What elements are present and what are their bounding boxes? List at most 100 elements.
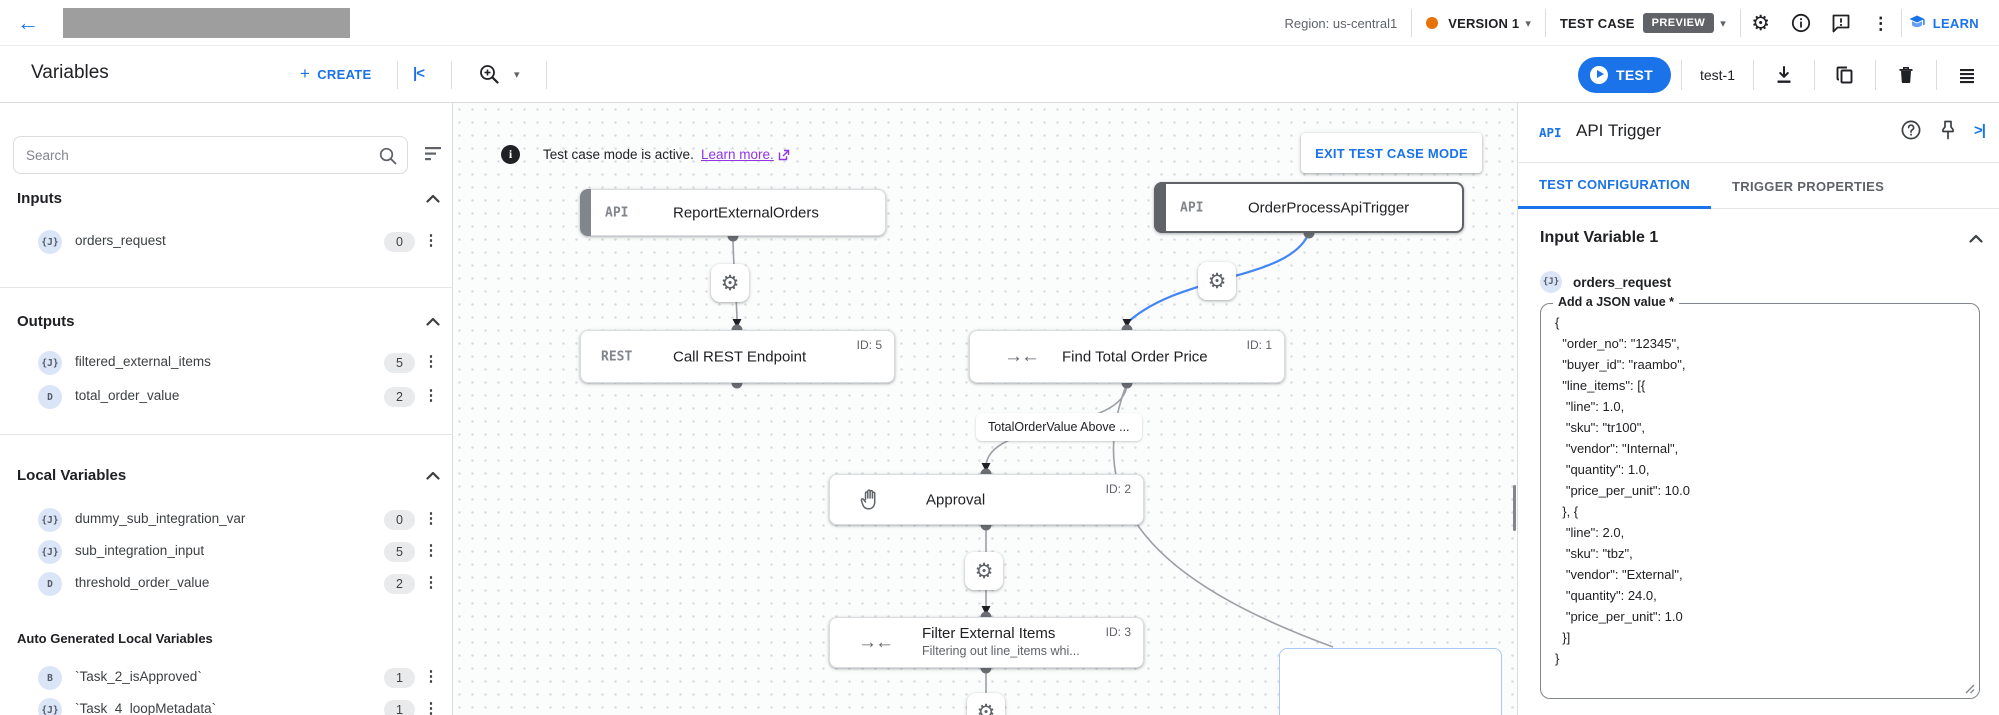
input-variable-section-header[interactable]: Input Variable 1 (1540, 229, 1983, 247)
rest-badge: REST (601, 349, 633, 364)
local-variables-title: Local Variables (17, 467, 127, 484)
chevron-up-icon[interactable] (1969, 234, 1983, 243)
create-variable-button[interactable]: + CREATE (300, 64, 372, 84)
json-type-icon: {J} (38, 698, 62, 715)
info-icon[interactable] (1781, 3, 1821, 43)
variable-row[interactable]: D threshold_order_value 2 ⋮ (0, 568, 452, 600)
usage-count-badge: 1 (384, 668, 415, 688)
sort-filter-icon[interactable] (424, 145, 446, 163)
tab-test-configuration[interactable]: TEST CONFIGURATION (1518, 163, 1712, 209)
search-input[interactable] (26, 137, 366, 173)
variable-row[interactable]: {J} sub_integration_input 5 ⋮ (0, 536, 452, 568)
create-label: CREATE (317, 66, 372, 82)
exit-test-case-mode-button[interactable]: EXIT TEST CASE MODE (1301, 133, 1482, 173)
json-type-icon: {J} (1540, 271, 1562, 293)
workflow-canvas[interactable]: i Test case mode is active. Learn more. … (453, 103, 1517, 715)
node-id: ID: 2 (1105, 482, 1131, 496)
json-field-label: Add a JSON value * (1553, 295, 1680, 309)
top-bar: ← Region: us-central1 VERSION 1 ▾ TEST C… (0, 0, 1999, 46)
edge-findtotal-branch (1112, 382, 1334, 648)
edge-gear-icon[interactable]: ⚙ (711, 264, 749, 302)
test-button[interactable]: TEST (1578, 56, 1671, 93)
test-case-name[interactable]: test-1 (1699, 66, 1735, 83)
note-box[interactable] (1279, 648, 1502, 715)
divider (451, 61, 452, 89)
chevron-up-icon[interactable] (426, 471, 440, 480)
json-value-input[interactable]: { "order_no": "12345", "buyer_id": "raam… (1555, 315, 1690, 666)
canvas-scrollbar-thumb[interactable] (1513, 485, 1516, 531)
pin-icon[interactable] (1938, 119, 1958, 141)
search-box (13, 136, 408, 174)
divider (1875, 59, 1876, 90)
usage-count-badge: 2 (384, 574, 415, 594)
delete-trash-icon[interactable] (1886, 55, 1926, 95)
edge-gear-icon[interactable]: ⚙ (967, 693, 1005, 715)
row-kebab-icon[interactable]: ⋮ (423, 574, 439, 591)
inputs-section-header[interactable]: Inputs (17, 190, 440, 207)
row-kebab-icon[interactable]: ⋮ (423, 542, 439, 559)
collapse-panel-icon[interactable]: >| (1974, 121, 1986, 139)
variable-row[interactable]: {J} orders_request 0 ⋮ (0, 226, 452, 258)
row-kebab-icon[interactable]: ⋮ (423, 700, 439, 715)
row-kebab-icon[interactable]: ⋮ (423, 387, 439, 404)
version-status-dot (1426, 17, 1439, 29)
node-approval[interactable]: Approval ID: 2 (829, 474, 1144, 525)
node-left-tab (1154, 182, 1166, 233)
more-options-kebab-icon[interactable]: ⋮ (1872, 13, 1890, 33)
variable-row[interactable]: {J} `Task_4_loopMetadata` 1 ⋮ (0, 694, 452, 715)
collapse-sidebar-icon[interactable]: |< (413, 65, 425, 82)
page-title: Variables (31, 62, 109, 83)
input-variable-title: Input Variable 1 (1540, 229, 1659, 246)
back-arrow-icon[interactable]: ← (17, 10, 39, 35)
node-filter-external-items[interactable]: →← Filter External Items Filtering out l… (829, 617, 1144, 668)
auto-generated-title: Auto Generated Local Variables (17, 631, 213, 646)
node-report-external-orders[interactable]: API ReportExternalOrders (580, 189, 886, 236)
node-text-block: Filter External Items Filtering out line… (922, 625, 1080, 658)
learn-link[interactable]: LEARN (1902, 14, 1985, 32)
node-title: Call REST Endpoint (673, 348, 807, 365)
edge-gear-icon[interactable]: ⚙ (1198, 262, 1236, 300)
help-icon[interactable] (1900, 119, 1922, 141)
usage-count-badge: 0 (384, 510, 415, 530)
edge-condition-label[interactable]: TotalOrderValue Above ... (976, 413, 1142, 441)
node-call-rest-endpoint[interactable]: REST Call REST Endpoint ID: 5 (580, 330, 895, 383)
region-indicator: Region: us-central1 (1270, 0, 1411, 46)
outputs-section-header[interactable]: Outputs (17, 313, 440, 330)
zoom-magnifier-icon (480, 65, 499, 84)
json-type-icon: {J} (38, 230, 62, 254)
resize-handle-icon[interactable] (1964, 683, 1975, 694)
variable-name: filtered_external_items (75, 354, 211, 369)
test-case-dropdown[interactable]: TEST CASE PREVIEW ▾ (1546, 0, 1740, 46)
chevron-up-icon[interactable] (426, 317, 440, 326)
download-icon[interactable] (1764, 55, 1804, 95)
dense-list-icon[interactable] (1947, 55, 1987, 95)
chevron-up-icon[interactable] (426, 194, 440, 203)
variable-row[interactable]: B `Task_2_isApproved` 1 ⋮ (0, 662, 452, 694)
learn-more-link[interactable]: Learn more. (701, 147, 790, 162)
divider (1544, 9, 1546, 37)
edge-gear-icon[interactable]: ⚙ (965, 552, 1003, 590)
variable-name: sub_integration_input (75, 543, 205, 558)
node-subtitle: Filtering out line_items whi... (922, 644, 1080, 658)
node-find-total-order-price[interactable]: →← Find Total Order Price ID: 1 (969, 330, 1285, 383)
api-badge: API (605, 205, 629, 220)
variable-row[interactable]: {J} dummy_sub_integration_var 0 ⋮ (0, 504, 452, 536)
version-dropdown[interactable]: VERSION 1 ▾ (1412, 0, 1545, 46)
json-type-icon: {J} (38, 540, 62, 564)
row-kebab-icon[interactable]: ⋮ (423, 668, 439, 685)
row-kebab-icon[interactable]: ⋮ (423, 510, 439, 527)
local-variables-section-header[interactable]: Local Variables (17, 467, 440, 484)
copy-icon[interactable] (1825, 55, 1865, 95)
node-order-process-api-trigger[interactable]: API OrderProcessApiTrigger (1154, 182, 1464, 233)
settings-gear-icon[interactable]: ⚙ (1751, 11, 1771, 35)
row-kebab-icon[interactable]: ⋮ (423, 232, 439, 249)
variable-row[interactable]: {J} filtered_external_items 5 ⋮ (0, 347, 452, 379)
node-id: ID: 5 (856, 338, 882, 352)
variable-row[interactable]: D total_order_value 2 ⋮ (0, 381, 452, 413)
feedback-icon[interactable] (1821, 3, 1861, 43)
row-kebab-icon[interactable]: ⋮ (423, 353, 439, 370)
boolean-type-icon: B (38, 666, 62, 690)
zoom-dropdown[interactable]: ▾ (478, 63, 520, 85)
tab-trigger-properties[interactable]: TRIGGER PROPERTIES (1732, 178, 1885, 194)
